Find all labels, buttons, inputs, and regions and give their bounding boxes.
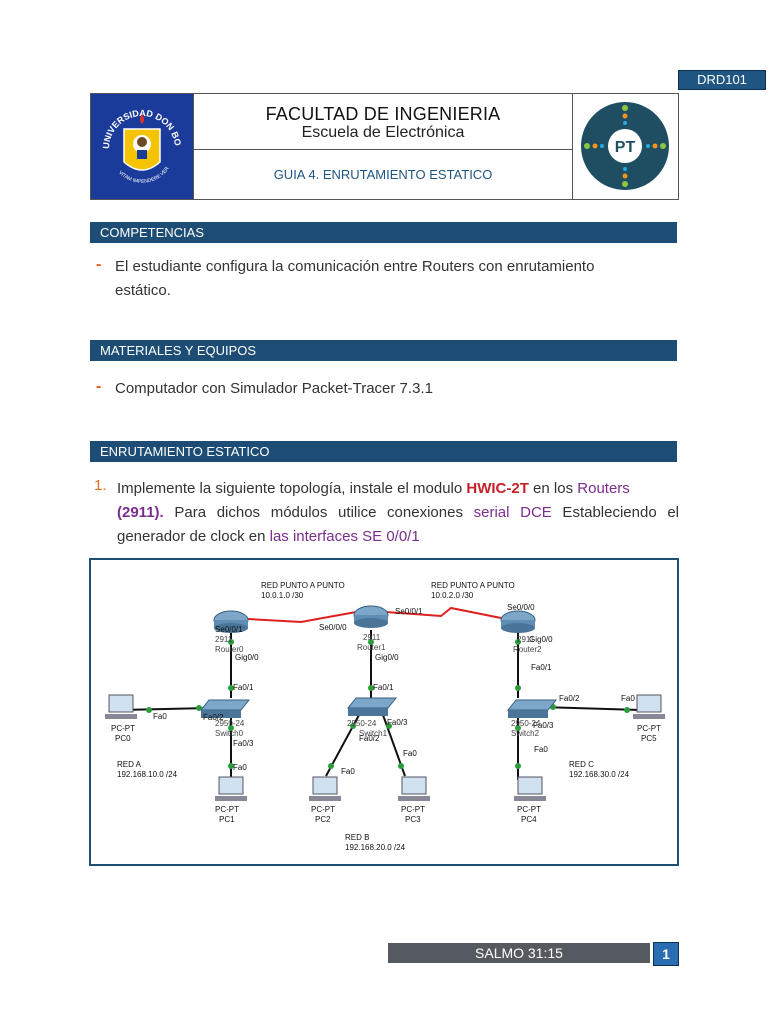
pc1-type: PC-PT [215, 805, 239, 814]
serial-dce: serial DCE [473, 504, 552, 521]
bullet-dash: - [96, 378, 102, 395]
pc0-icon [105, 694, 137, 719]
switch0-icon [199, 699, 251, 718]
pc5-fa0: Fa0 [621, 694, 635, 703]
sw2-name: Switch2 [511, 729, 540, 738]
bullet-dash: - [96, 256, 102, 273]
sw2-fa01: Fa0/1 [531, 663, 552, 672]
router1-icon [353, 605, 389, 628]
header-divider [194, 149, 572, 150]
faculty-title: FACULTAD DE INGENIERIA [265, 104, 501, 124]
r0-model: 2911 [215, 635, 233, 644]
p2p2-label: RED PUNTO A PUNTO [431, 581, 515, 590]
section-enrutamiento: ENRUTAMIENTO ESTATICO [90, 441, 677, 462]
section-materiales: MATERIALES Y EQUIPOS [90, 340, 677, 361]
routers-word: Routers [577, 480, 630, 497]
step-number: 1. [94, 477, 107, 494]
pc5-label: PC5 [641, 734, 657, 743]
r0-gig: Gig0/0 [235, 653, 259, 662]
packet-tracer-logo: PT [572, 94, 678, 199]
sw1-fa01: Fa0/1 [373, 683, 394, 692]
pc2-type: PC-PT [311, 805, 335, 814]
pc0-fa0: Fa0 [153, 712, 167, 721]
guide-title: GUIA 4. ENRUTAMIENTO ESTATICO [273, 167, 493, 182]
pc4-fa0: Fa0 [534, 745, 548, 754]
pc2-fa0: Fa0 [341, 767, 355, 776]
pc1-fa0: Fa0 [233, 763, 247, 772]
r1-model: 2911 [363, 633, 381, 642]
router0-icon [213, 610, 249, 633]
network-topology-diagram: RED PUNTO A PUNTO 10.0.1.0 /30 RED PUNTO… [89, 558, 679, 866]
header-titles: FACULTAD DE INGENIERIA Escuela de Electr… [193, 94, 573, 199]
pc4-type: PC-PT [517, 805, 541, 814]
r0-name: Router0 [215, 645, 244, 654]
p2p2-net: 10.0.2.0 /30 [431, 591, 474, 600]
r1-se001: Se0/0/1 [395, 607, 423, 616]
pc4-label: PC4 [521, 815, 537, 824]
header-table: UNIVERSIDAD DON BOSCO VITAM IMPENDERE VE… [87, 86, 679, 200]
document-code: DRD101 [678, 70, 766, 90]
school-subtitle: Escuela de Electrónica [301, 124, 465, 141]
p2p1-net: 10.0.1.0 /30 [261, 591, 304, 600]
red-a-label: RED A [117, 760, 142, 769]
sw1-model: 2950-24 [347, 719, 377, 728]
sw0-name: Switch0 [215, 729, 244, 738]
router2-icon [500, 610, 536, 633]
red-c-net: 192.168.30.0 /24 [569, 770, 630, 779]
pc2-icon [309, 776, 341, 801]
sw2-model: 2950-24 [511, 719, 541, 728]
step-1-text: Implemente la siguiente topología, insta… [117, 480, 679, 545]
university-logo: UNIVERSIDAD DON BOSCO VITAM IMPENDERE VE… [87, 86, 193, 199]
pt-logo-text: PT [615, 139, 636, 156]
sw2-fa03: Fa0/3 [533, 721, 554, 730]
pc0-type: PC-PT [111, 724, 135, 733]
sw1-fa03: Fa0/3 [387, 718, 408, 727]
red-b-label: RED B [345, 833, 369, 842]
router-model: (2911). [117, 504, 164, 521]
r2-name: Router2 [513, 645, 542, 654]
sw0-fa02: Fa0/2 [203, 713, 224, 722]
materiales-text: Computador con Simulador Packet-Tracer 7… [115, 380, 433, 397]
r2-gig: Gig0/0 [529, 635, 553, 644]
competencias-text-1: El estudiante configura la comunicación … [115, 258, 595, 275]
sw0-model: 2950-24 [215, 719, 245, 728]
interfaces-se: las interfaces SE 0/0/1 [269, 528, 420, 545]
pc1-label: PC1 [219, 815, 235, 824]
red-b-net: 192.168.20.0 /24 [345, 843, 406, 852]
pc3-label: PC3 [405, 815, 421, 824]
r1-gig: Gig0/0 [375, 653, 399, 662]
red-a-net: 192.168.10.0 /24 [117, 770, 178, 779]
pc2-label: PC2 [315, 815, 331, 824]
red-c-label: RED C [569, 760, 594, 769]
sw2-fa02: Fa0/2 [559, 694, 580, 703]
page-number: 1 [653, 942, 679, 966]
sw1-fa02: Fa0/2 [359, 734, 380, 743]
pc5-icon [633, 694, 665, 719]
r2-se000: Se0/0/0 [507, 603, 535, 612]
switch1-icon [346, 697, 398, 716]
pc4-icon [514, 776, 546, 801]
r0-se001: Se0/0/1 [215, 625, 243, 634]
pc3-icon [398, 776, 430, 801]
sw1-name: Switch1 [359, 729, 388, 738]
sw0-fa01: Fa0/1 [233, 683, 254, 692]
r2-model: 2911 [517, 635, 535, 644]
r1-se000: Se0/0/0 [319, 623, 347, 632]
switch2-icon [506, 699, 558, 718]
pc1-icon [215, 776, 247, 801]
section-competencias: COMPETENCIAS [90, 222, 677, 243]
r1-name: Router1 [357, 643, 386, 652]
pc3-type: PC-PT [401, 805, 425, 814]
pc5-type: PC-PT [637, 724, 661, 733]
p2p1-label: RED PUNTO A PUNTO [261, 581, 345, 590]
footer-verse: SALMO 31:15 [388, 943, 650, 963]
sw0-fa03: Fa0/3 [233, 739, 254, 748]
competencias-text-2: estático. [115, 282, 171, 299]
hwic-module: HWIC-2T [466, 480, 529, 497]
pc0-label: PC0 [115, 734, 131, 743]
pc3-fa0: Fa0 [403, 749, 417, 758]
